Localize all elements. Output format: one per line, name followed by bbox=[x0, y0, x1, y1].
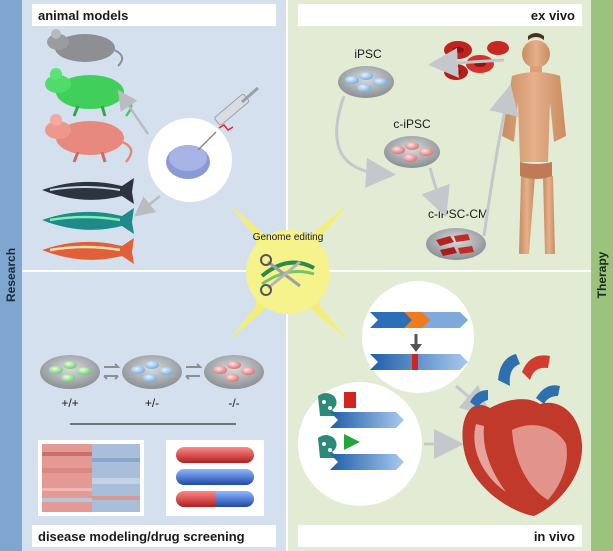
dish-wt-icon bbox=[40, 355, 100, 389]
arrow-blood-to-ipsc bbox=[428, 47, 505, 78]
protein-activator-icon bbox=[318, 434, 360, 458]
mouse-gray-icon bbox=[47, 29, 124, 67]
arrow-to-mice bbox=[117, 89, 150, 135]
dna-fragment-corrected-icon bbox=[370, 354, 468, 370]
zebrafish-red-icon bbox=[42, 238, 134, 264]
genotype-ko: -/- bbox=[228, 396, 239, 410]
mouse-green-icon bbox=[45, 68, 133, 117]
zebrafish-green-icon bbox=[42, 208, 134, 234]
label-ipsc: iPSC bbox=[354, 47, 382, 61]
exchange-arrows-1-icon bbox=[103, 363, 121, 380]
dish-c-ipsc-icon bbox=[384, 136, 440, 168]
dish-ipsc-icon bbox=[338, 66, 394, 98]
research-label: Research bbox=[4, 248, 18, 302]
heatmap-icon bbox=[38, 440, 144, 516]
label-genome-editing: Genome editing bbox=[253, 232, 324, 243]
title-animal-models: animal models bbox=[38, 8, 128, 23]
dish-ko-icon bbox=[204, 355, 264, 389]
gene-correction-circle bbox=[362, 281, 474, 393]
mouse-pink-icon bbox=[45, 114, 133, 163]
dna-activated-icon bbox=[330, 454, 404, 470]
pill-blue-icon bbox=[176, 469, 254, 485]
pill-red-icon bbox=[176, 447, 254, 463]
arrow-c-ipsc-to-cm bbox=[421, 167, 450, 218]
genotype-wt: +/+ bbox=[61, 396, 78, 410]
title-box-in-vivo bbox=[298, 525, 582, 547]
exchange-arrows-2-icon bbox=[185, 363, 203, 380]
zebrafish-dark-icon bbox=[42, 178, 134, 204]
dish-c-ipsc-cm-icon bbox=[426, 228, 486, 260]
arrow-correction-head bbox=[410, 344, 422, 352]
title-in-vivo: in vivo bbox=[534, 529, 575, 544]
dna-fragment-top-icon bbox=[370, 312, 468, 328]
protein-repressor-icon bbox=[318, 392, 356, 416]
heart-icon bbox=[462, 354, 583, 516]
dish-het-icon bbox=[122, 355, 182, 389]
title-box-animal-models bbox=[32, 4, 276, 26]
label-c-ipsc-cm: c-iPSC-CM bbox=[428, 207, 488, 221]
dna-repressed-icon bbox=[330, 412, 404, 428]
title-disease-modeling: disease modeling/drug screening bbox=[38, 529, 245, 544]
therapy-bar bbox=[591, 0, 613, 551]
therapy-label: Therapy bbox=[595, 251, 609, 298]
title-box-ex-vivo bbox=[298, 4, 582, 26]
label-c-ipsc: c-iPSC bbox=[393, 117, 431, 131]
petri-dish-icon bbox=[166, 145, 210, 179]
transcription-circle bbox=[298, 382, 422, 506]
title-box-disease-modeling bbox=[32, 525, 276, 547]
arrow-to-zebrafish bbox=[134, 195, 161, 217]
research-bar bbox=[0, 0, 22, 551]
pill-combo-icon bbox=[176, 491, 254, 507]
syringe-icon bbox=[197, 86, 259, 151]
arrow-ipsc-to-c-ipsc bbox=[335, 95, 396, 188]
genotype-het: +/- bbox=[145, 396, 159, 410]
arrow-cm-to-patient bbox=[482, 84, 519, 237]
scissors-dna-icon bbox=[260, 254, 315, 296]
title-ex-vivo: ex vivo bbox=[531, 8, 575, 23]
